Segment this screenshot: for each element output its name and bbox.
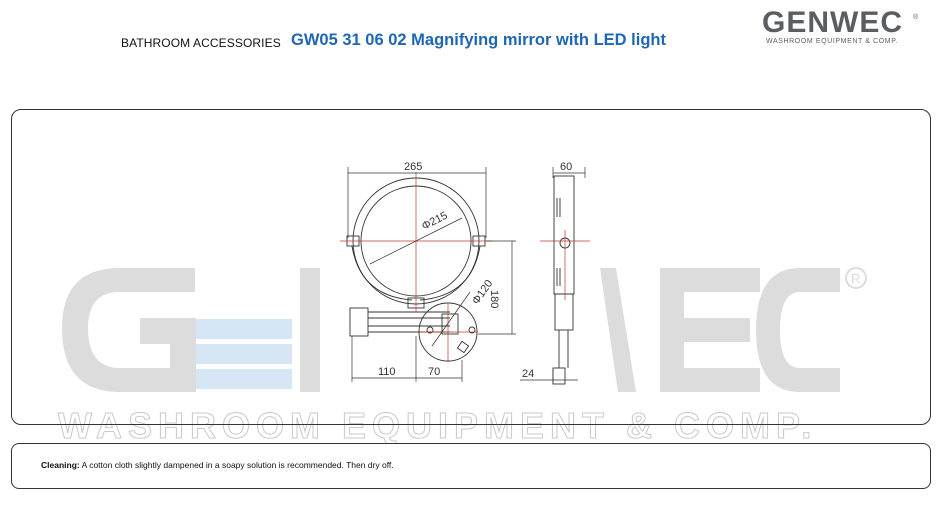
dim-depth-total: 60	[560, 161, 573, 173]
logo-tagline: WASHROOM EQUIPMENT & COMP.	[766, 38, 899, 45]
dim-arm-length: 110	[378, 366, 396, 378]
cleaning-text: A cotton cloth slightly dampened in a so…	[79, 460, 394, 470]
technical-drawing-frame	[11, 109, 931, 425]
brand-logo: GENWEC ® WASHROOM EQUIPMENT & COMP.	[762, 6, 922, 48]
dim-height-center: 180	[488, 290, 500, 309]
cleaning-label: Cleaning:	[41, 460, 80, 470]
dim-side-base: 24	[522, 368, 535, 380]
logo-registered-mark: ®	[913, 14, 919, 21]
dim-width-total: 265	[404, 161, 423, 173]
page-header: BATHROOM ACCESSORIES GW05 31 06 02 Magni…	[0, 0, 942, 70]
cleaning-note: Cleaning: A cotton cloth slightly dampen…	[41, 460, 394, 470]
logo-wordmark: GENWEC	[762, 6, 903, 39]
dim-base-offset: 70	[428, 366, 441, 378]
category-label: BATHROOM ACCESSORIES	[121, 36, 281, 50]
product-title: GW05 31 06 02 Magnifying mirror with LED…	[291, 31, 666, 49]
cleaning-notes-box: Cleaning: A cotton cloth slightly dampen…	[11, 443, 931, 489]
